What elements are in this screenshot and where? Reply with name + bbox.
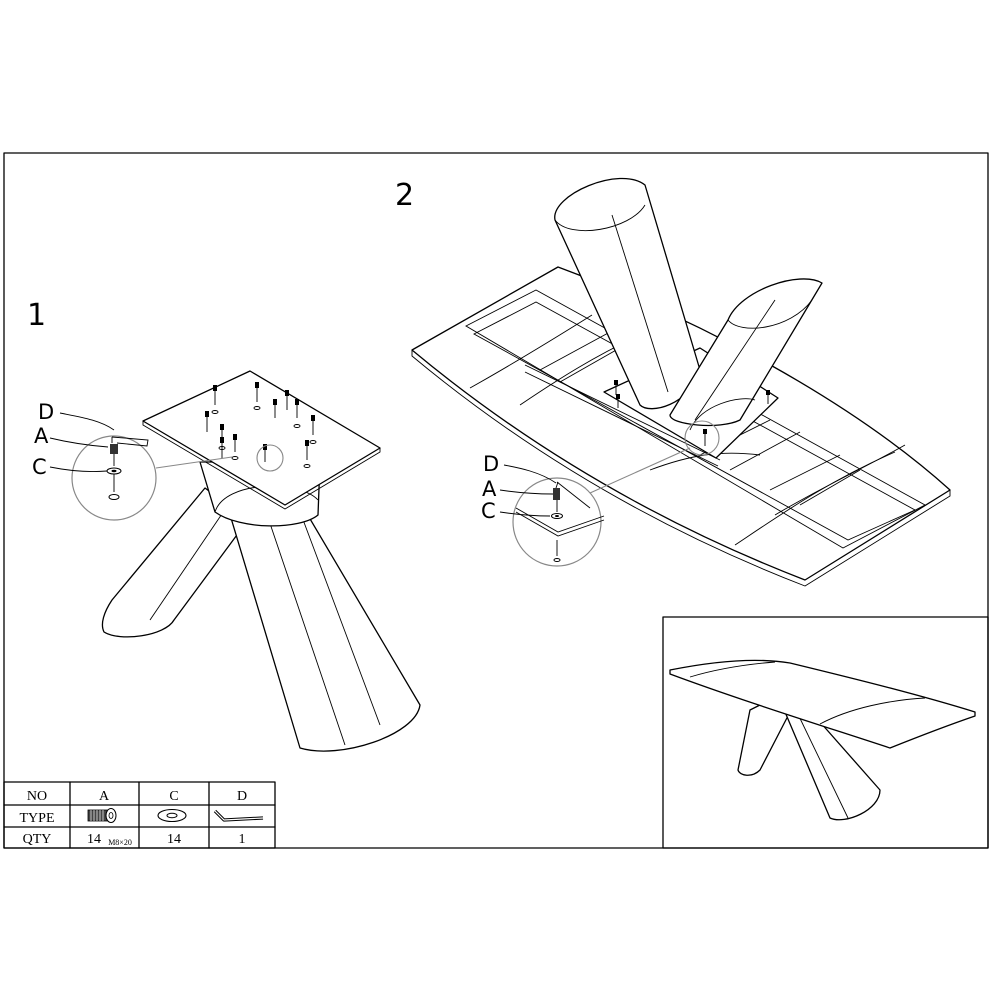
part-size-a: M8×20 [108, 838, 132, 847]
callout-d-step1: D [38, 400, 54, 424]
step2-detail-circle [512, 420, 720, 567]
step2-callouts: D A C [481, 452, 557, 523]
callout-a-step2: A [482, 477, 497, 501]
row-header-type: TYPE [20, 811, 55, 826]
step1-base-drawing [101, 370, 421, 752]
callout-a-step1: A [34, 424, 49, 448]
row-header-no: NO [27, 789, 47, 804]
step-number-2: 2 [395, 178, 414, 213]
step2-plate-screws [614, 380, 770, 446]
parts-table: NO TYPE QTY A C D 14 M8×20 14 [3, 781, 276, 849]
part-qty-c: 14 [167, 832, 181, 847]
step1-callouts: D A C [32, 400, 115, 479]
step2-table-drawing [411, 177, 951, 587]
row-header-qty: QTY [23, 832, 52, 847]
assembled-view-frame [662, 616, 989, 849]
step1-plate-screws [205, 382, 317, 468]
step-number-1: 1 [27, 298, 46, 333]
callout-c-step2: C [481, 499, 496, 523]
callout-c-step1: C [32, 455, 47, 479]
part-qty-a: 14 [87, 832, 101, 847]
step1-detail-circle [71, 435, 284, 521]
part-no-a: A [99, 789, 110, 804]
allen-key-icon [213, 809, 264, 822]
bolt-icon [87, 808, 117, 823]
part-no-c: C [169, 789, 178, 804]
part-qty-d: 1 [239, 832, 246, 847]
sheet-frame [3, 152, 989, 849]
callout-d-step2: D [483, 452, 499, 476]
washer-icon [157, 808, 187, 823]
part-no-d: D [237, 789, 247, 804]
assembled-table-drawing [669, 659, 976, 821]
